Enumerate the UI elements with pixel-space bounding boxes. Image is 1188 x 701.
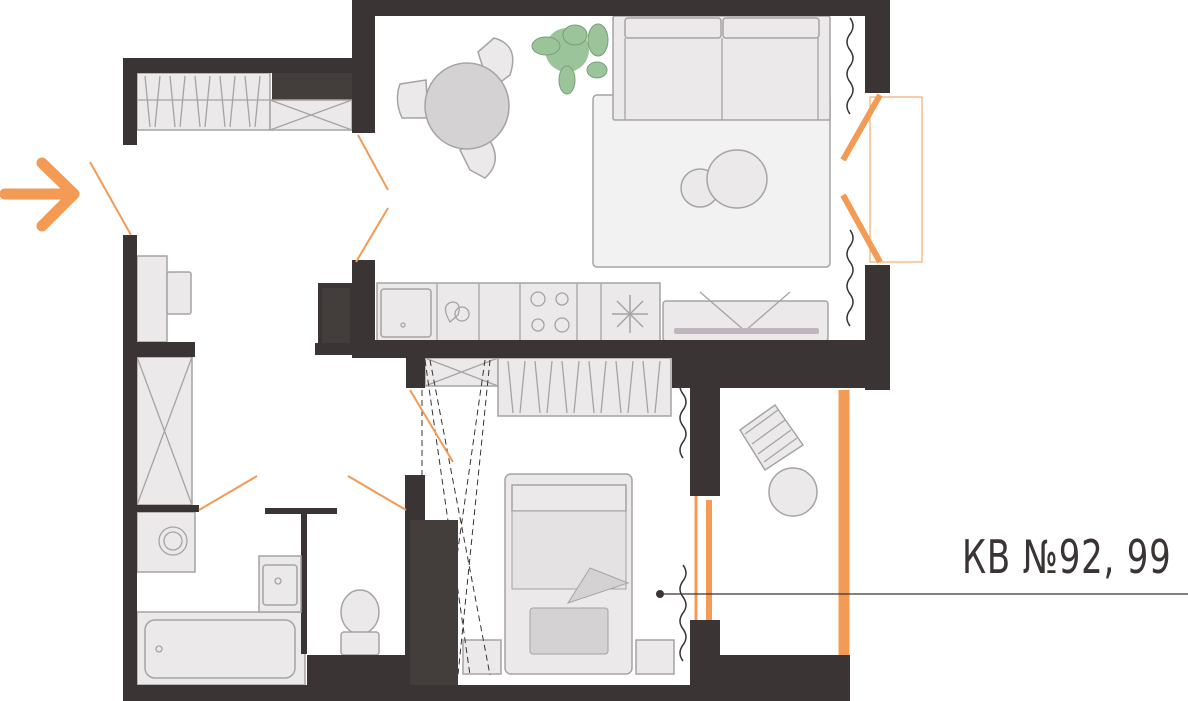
window-bedroom	[693, 496, 717, 620]
curtain-living-top	[846, 17, 854, 115]
curtain-living-bottom	[846, 229, 854, 327]
snowflake-icon	[612, 295, 648, 333]
apartment-label: КВ №92, 99	[962, 530, 1172, 584]
bed	[504, 473, 633, 675]
nightstand-right	[635, 639, 675, 675]
arrow-right-icon	[0, 157, 80, 232]
walls	[123, 0, 890, 701]
kitchen-counter	[376, 282, 661, 342]
hallway-wardrobe	[136, 72, 353, 131]
sofa	[612, 15, 831, 121]
dining-set	[396, 37, 514, 179]
nightstand-left	[462, 639, 502, 675]
doors	[89, 134, 454, 511]
sink	[258, 508, 337, 654]
window-living-room	[840, 93, 923, 264]
bathtub	[136, 611, 306, 686]
curtain-bedroom-bottom	[679, 564, 687, 662]
coffee-tables	[680, 149, 768, 209]
tv-stand	[662, 291, 829, 342]
curtain-bedroom-top	[679, 361, 687, 459]
balcony-table	[768, 467, 818, 517]
toilet	[340, 589, 380, 656]
washing-machine	[136, 511, 196, 573]
sliding-door-track	[421, 359, 491, 676]
plant-icon	[531, 23, 609, 95]
bedroom-wardrobe	[424, 357, 672, 417]
shoe-bench	[136, 255, 192, 343]
balcony-chair	[738, 403, 805, 472]
hallway-closet	[136, 356, 193, 506]
label-leader	[656, 590, 1188, 598]
